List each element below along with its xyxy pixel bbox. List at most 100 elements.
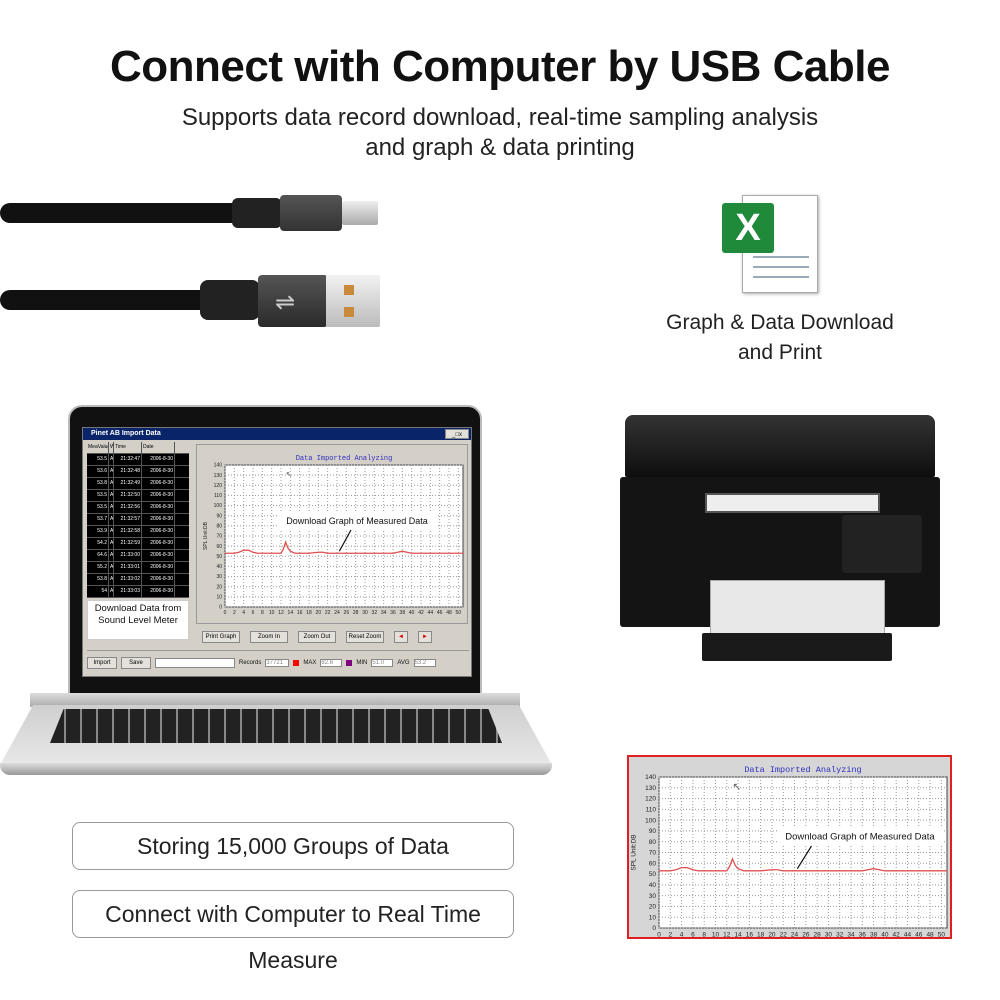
column-header[interactable]: Time: [114, 442, 142, 453]
import-button[interactable]: Import: [87, 656, 117, 669]
table-cell: 21:33:03: [114, 586, 142, 597]
table-cell: 2006-8-30: [142, 502, 175, 513]
x-tick-label: 4: [680, 932, 684, 938]
x-tick-label: 0: [224, 610, 227, 616]
table-cell: A: [109, 466, 114, 477]
records-value: 37721: [265, 658, 290, 667]
x-tick-label: 50: [456, 610, 462, 616]
graph-button-zoom-in[interactable]: Zoom In: [250, 631, 288, 643]
x-tick-label: 42: [418, 610, 424, 616]
table-cell: 53.5: [87, 490, 109, 501]
y-tick-label: 60: [216, 544, 222, 550]
max-label: MAX: [303, 659, 317, 666]
y-tick-label: 0: [219, 605, 222, 611]
x-tick-label: 8: [261, 610, 264, 616]
x-tick-label: 32: [372, 610, 378, 616]
y-axis-label: SPL Unit:DB: [631, 834, 638, 870]
x-tick-label: 22: [325, 610, 331, 616]
annotation-text: Download Graph of Measured Data: [785, 832, 935, 843]
overlay-download-data: Download Data from Sound Level Meter: [87, 600, 189, 640]
table-cell: 53.7: [87, 514, 109, 525]
chart-title: Data Imported Analyzing: [744, 765, 861, 775]
excel-file-icon: X: [722, 195, 822, 295]
table-cell: A: [109, 550, 114, 561]
excel-caption-line-1: Graph & Data Download: [666, 311, 894, 334]
x-tick-label: 44: [428, 610, 434, 616]
table-cell: 53.5: [87, 502, 109, 513]
save-button[interactable]: Save: [121, 656, 151, 669]
table-cell: 21:32:57: [114, 514, 142, 525]
annotation-box: [277, 512, 437, 530]
x-tick-label: 32: [836, 932, 844, 938]
y-tick-label: 10: [649, 914, 657, 921]
x-tick-label: 20: [316, 610, 322, 616]
min-color-swatch: [346, 659, 353, 666]
x-tick-label: 38: [400, 610, 406, 616]
data-table[interactable]: MeaValueWTimeDate 53.5A21:32:472006-8-30…: [87, 442, 189, 598]
table-cell: 21:33:01: [114, 562, 142, 573]
table-cell: 2006-8-30: [142, 562, 175, 573]
x-tick-label: 46: [915, 932, 923, 938]
table-cell: A: [109, 538, 114, 549]
annotation-arrow: [796, 845, 812, 869]
table-cell: 64.6: [87, 550, 109, 561]
x-tick-label: 40: [881, 932, 889, 938]
table-cell: A: [109, 478, 114, 489]
x-tick-label: 26: [344, 610, 350, 616]
x-tick-label: 18: [306, 610, 312, 616]
table-cell: 53.6: [87, 466, 109, 477]
column-header[interactable]: MeaValue: [87, 442, 109, 453]
printer-image: [620, 415, 940, 665]
graph-button-reset-zoom[interactable]: Reset Zoom: [346, 631, 384, 643]
y-axis-label: SPL Unit:DB: [203, 521, 209, 550]
cursor-icon: ↖: [286, 470, 293, 479]
x-tick-label: 2: [668, 932, 672, 938]
max-color-swatch: [293, 659, 300, 666]
y-tick-label: 70: [649, 850, 657, 857]
table-cell: 2006-8-30: [142, 514, 175, 525]
x-tick-label: 40: [409, 610, 415, 616]
annotation-box: [777, 826, 943, 846]
window-controls[interactable]: _□x: [445, 429, 469, 439]
x-tick-label: 2: [233, 610, 236, 616]
table-cell: 21:32:59: [114, 538, 142, 549]
graph-button-print-graph[interactable]: Print Graph: [202, 631, 240, 643]
table-cell: A: [109, 574, 114, 585]
arrow-right-icon[interactable]: ►: [418, 631, 432, 643]
data-line: [225, 540, 463, 554]
graph-button-zoom-out[interactable]: Zoom Out: [298, 631, 336, 643]
table-cell: A: [109, 514, 114, 525]
table-cell: 21:33:02: [114, 574, 142, 585]
plot-area: [224, 464, 464, 608]
y-tick-label: 130: [214, 473, 223, 479]
y-tick-label: 80: [216, 524, 222, 530]
table-cell: 54.2: [87, 538, 109, 549]
subtitle-line-2: and graph & data printing: [365, 134, 635, 161]
table-cell: 21:32:58: [114, 526, 142, 537]
column-header[interactable]: W: [109, 442, 114, 453]
subtitle-line-1: Supports data record download, real-time…: [181, 104, 819, 131]
y-tick-label: 10: [216, 595, 222, 601]
arrow-left-icon[interactable]: ◄: [394, 631, 408, 643]
window-title: Pinet AB Import Data: [83, 428, 443, 440]
x-tick-label: 34: [381, 610, 387, 616]
table-cell: 54: [87, 586, 109, 597]
table-cell: 2006-8-30: [142, 574, 175, 585]
column-header[interactable]: Date: [142, 442, 175, 453]
file-path-input[interactable]: [155, 657, 235, 668]
x-tick-label: 26: [802, 932, 810, 938]
table-cell: 2006-8-30: [142, 550, 175, 561]
